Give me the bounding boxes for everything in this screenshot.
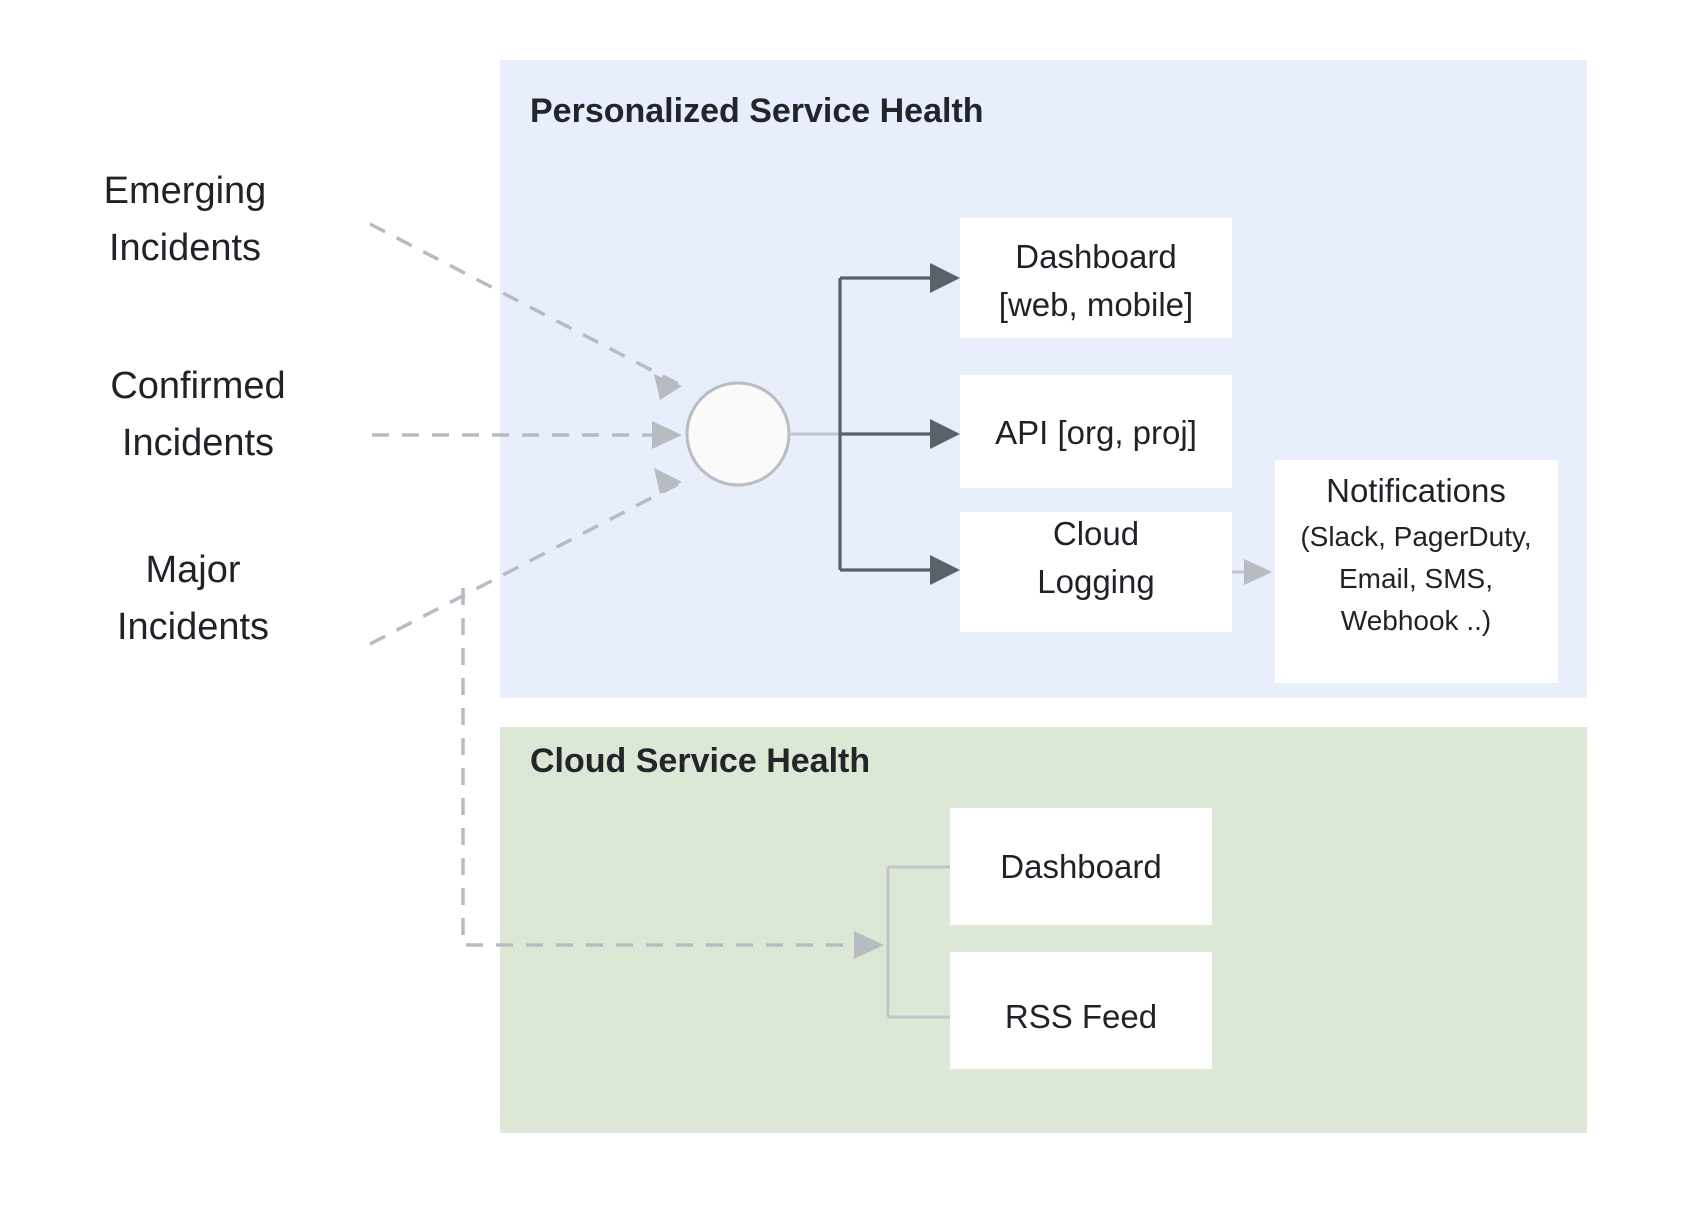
node-cloud-dashboard[interactable] <box>950 808 1212 925</box>
node-label-rss-feed: RSS Feed <box>1005 998 1157 1035</box>
node-label-cloud-logging-line1: Cloud <box>1053 515 1139 552</box>
panel-title-personalized: Personalized Service Health <box>530 92 984 130</box>
arrowhead-cloud-logging <box>930 555 960 585</box>
node-api[interactable] <box>960 375 1232 488</box>
node-label-cloud-dashboard: Dashboard <box>1000 848 1161 885</box>
input-label-emerging-line2: Incidents <box>109 227 261 269</box>
input-label-major-line2: Incidents <box>117 606 269 648</box>
arrowhead-notifications <box>1244 559 1272 585</box>
arrowhead-dashboard <box>930 263 960 293</box>
panel-cloud-service-health <box>500 727 1587 1133</box>
node-notifications[interactable] <box>1275 460 1558 683</box>
input-label-emerging-line1: Emerging <box>104 170 267 212</box>
input-label-major-line1: Major <box>145 549 240 591</box>
panel-title-cloud: Cloud Service Health <box>530 742 870 780</box>
node-label-notifications-title: Notifications <box>1326 472 1506 509</box>
node-label-cloud-logging-line2: Logging <box>1037 563 1154 600</box>
arrowhead-emerging <box>654 374 682 400</box>
node-label-notifications-line1: (Slack, PagerDuty, <box>1300 521 1531 552</box>
node-rss-feed[interactable] <box>950 952 1212 1069</box>
node-label-dashboard-line1: Dashboard <box>1015 238 1176 275</box>
input-label-confirmed-line2: Incidents <box>122 422 274 464</box>
node-label-notifications-line2: Email, SMS, <box>1339 563 1493 594</box>
node-label-api: API [org, proj] <box>995 414 1197 451</box>
node-label-notifications-line3: Webhook ..) <box>1341 605 1491 636</box>
node-label-dashboard-line2: [web, mobile] <box>999 286 1193 323</box>
arrowhead-major <box>654 468 682 494</box>
arrowhead-api <box>930 419 960 449</box>
arrowhead-cloud-service-health <box>854 931 884 959</box>
arrowhead-confirmed <box>652 421 682 449</box>
node-cloud-logging[interactable] <box>960 512 1232 632</box>
service-health-hub-node[interactable] <box>685 381 791 487</box>
node-dashboard-web-mobile[interactable] <box>960 218 1232 338</box>
input-label-confirmed-line1: Confirmed <box>110 365 285 407</box>
